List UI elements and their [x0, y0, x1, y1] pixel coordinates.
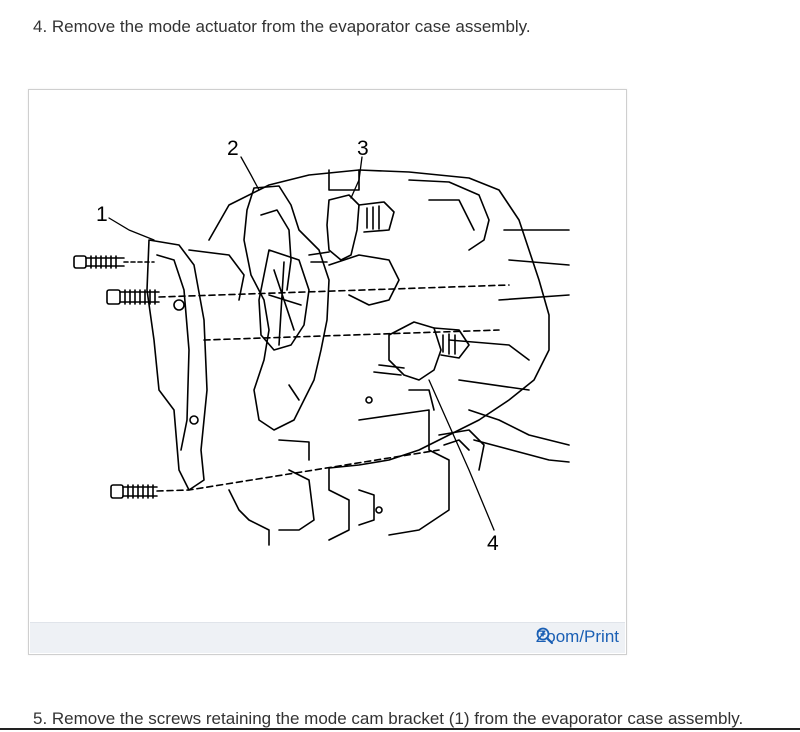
evaporator-diagram: 1 2 3 4	[73, 137, 570, 555]
callout-4: 4	[487, 532, 499, 555]
screw-middle	[106, 284, 510, 305]
evaporator-case	[208, 169, 570, 546]
mode-cam	[243, 185, 330, 431]
bottom-rule	[0, 728, 800, 730]
actuator-gear	[308, 194, 395, 263]
zoom-print-link[interactable]: Zoom/Print	[536, 627, 619, 647]
assembly-line	[203, 329, 500, 341]
step-4-instruction: 4. Remove the mode actuator from the eva…	[33, 17, 531, 36]
callout-1: 1	[96, 203, 108, 226]
screw-top	[73, 255, 155, 269]
zoom-print-label: Zoom/Print	[535, 627, 619, 646]
callout-leaders	[108, 156, 495, 531]
callout-2: 2	[227, 137, 239, 160]
mode-actuator	[373, 321, 485, 471]
screw-bottom	[110, 449, 440, 499]
mode-cam-bracket	[146, 239, 245, 491]
zoom-in-icon	[536, 627, 553, 645]
step-5-instruction: 5. Remove the screws retaining the mode …	[33, 709, 744, 728]
figure-footer: Zoom/Print	[30, 622, 625, 653]
figure-container: 1 2 3 4 Zoom/Print	[28, 89, 627, 655]
callout-3: 3	[357, 137, 369, 160]
